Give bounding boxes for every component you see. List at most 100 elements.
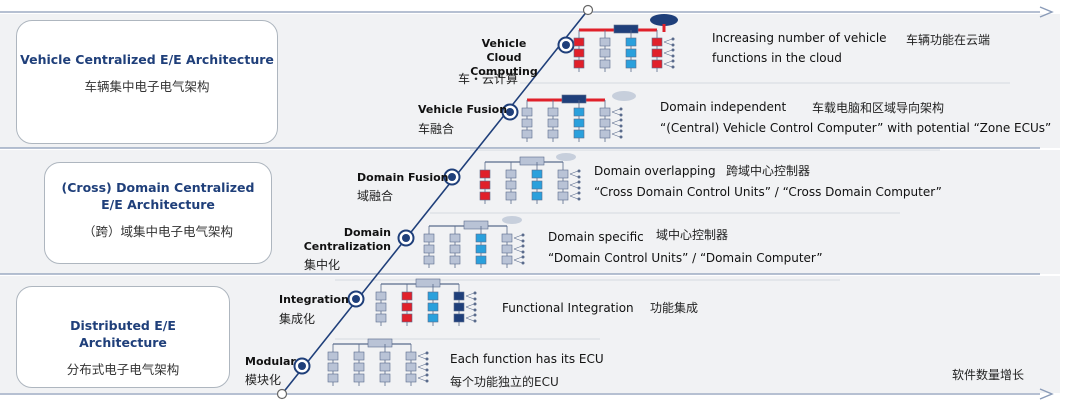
ecu-block [521, 129, 533, 139]
ecu-block [505, 191, 517, 201]
ecu-block [353, 351, 365, 361]
leaf-node [577, 175, 581, 179]
stage-label-domain-centralization: Domain Centralization [303, 226, 391, 253]
desc-vehicle-fusion-zh: 车载电脑和区域导向架构 [812, 101, 945, 115]
leaf-node [425, 357, 429, 361]
desc-vehicle-fusion: Domain independent “(Central) Vehicle Co… [660, 100, 1052, 135]
leaf-line [611, 111, 621, 116]
leaf-node [619, 107, 623, 111]
x-axis-label: 软件数量增长 [952, 368, 1025, 382]
stage-label-domain-fusion: Domain Fusion [357, 171, 449, 184]
leaf-node [619, 124, 623, 128]
ecu-block [375, 313, 387, 323]
arrow-head-icon [1039, 6, 1054, 18]
leaf-node [473, 308, 477, 312]
ecu-block [573, 59, 585, 69]
leaf-line [417, 374, 427, 379]
ecu-block [405, 373, 417, 383]
leaf-line [569, 170, 579, 175]
leaf-line [569, 192, 579, 197]
ecu-block [521, 107, 533, 117]
ecu-block [547, 129, 559, 139]
leaf-line [513, 234, 523, 239]
leaf-node [577, 180, 581, 184]
ecu-block [501, 244, 513, 254]
ecu-block [531, 169, 543, 179]
ecu-block [405, 362, 417, 372]
cloud-icon [612, 91, 636, 101]
ecu-block [547, 107, 559, 117]
bus-controller-block [415, 278, 441, 288]
ecu-block [353, 373, 365, 383]
bus-controller-block [519, 156, 545, 166]
ecu-block [599, 129, 611, 139]
desc-modular: Each function has its ECU [450, 352, 604, 366]
leaf-node [425, 379, 429, 383]
leaf-node [473, 302, 477, 306]
arch-title-zh: （跨）域集中电子电气架构 [82, 224, 233, 239]
ecu-block [449, 255, 461, 265]
leaf-node [425, 368, 429, 372]
ecu-block [651, 59, 663, 69]
arch-title: Distributed E/E Architecture [70, 318, 176, 350]
leaf-node [671, 65, 675, 69]
ecu-block [651, 48, 663, 58]
stage-label-integration-zh: 集成化 [279, 312, 316, 326]
leaf-line [417, 366, 427, 371]
leaf-line [417, 355, 427, 360]
leaf-node [521, 250, 525, 254]
ecu-block [505, 180, 517, 190]
ecu-block [427, 302, 439, 312]
leaf-node [521, 233, 525, 237]
leaf-line [465, 306, 475, 311]
ecu-block [557, 180, 569, 190]
desc-domain-fusion: Domain overlapping “Cross Domain Control… [594, 164, 942, 199]
stage-label-modular: Modular [245, 355, 296, 368]
leaf-node [425, 362, 429, 366]
leaf-node [577, 186, 581, 190]
ecu-block [557, 169, 569, 179]
ecu-block [573, 48, 585, 58]
leaf-node [521, 261, 525, 265]
diagonal-end-marker [582, 4, 594, 16]
ecu-block [479, 169, 491, 179]
stage-node-dot [402, 234, 410, 242]
stage-node-dot [562, 41, 570, 49]
ecu-block [625, 37, 637, 47]
leaf-node [577, 169, 581, 173]
cloud-icon [650, 14, 678, 26]
ecu-block [599, 107, 611, 117]
ecu-block [353, 362, 365, 372]
stage-node-dot [298, 362, 306, 370]
ecu-block [479, 191, 491, 201]
ecu-block [599, 59, 611, 69]
leaf-node [671, 54, 675, 58]
bus-controller-block [613, 24, 639, 34]
leaf-line [513, 256, 523, 261]
desc-domain-fusion-zh: 跨域中心控制器 [726, 164, 811, 178]
leaf-node [671, 48, 675, 52]
stage-label-domain-fusion-zh: 域融合 [357, 189, 394, 203]
leaf-line [663, 52, 673, 57]
arch-title: Vehicle Centralized E/E Architecture [20, 52, 274, 67]
ecu-block [401, 313, 413, 323]
ecu-block [501, 255, 513, 265]
ecu-block [423, 233, 435, 243]
leaf-node [521, 239, 525, 243]
ecu-block [501, 233, 513, 243]
ecu-block [651, 37, 663, 47]
leaf-line [663, 41, 673, 46]
stage-node-dot [352, 295, 360, 303]
stage-label-vehicle-fusion-zh: 车融合 [418, 122, 455, 136]
ecu-block [453, 313, 465, 323]
ecu-block [505, 169, 517, 179]
ecu-block [531, 180, 543, 190]
ecu-block [625, 59, 637, 69]
leaf-node [473, 297, 477, 301]
leaf-line [569, 195, 579, 200]
ecu-block [573, 118, 585, 128]
desc-domain-centralization: Domain specific “Domain Control Units” /… [548, 230, 823, 265]
leaf-node [619, 135, 623, 139]
ecu-block [599, 48, 611, 58]
